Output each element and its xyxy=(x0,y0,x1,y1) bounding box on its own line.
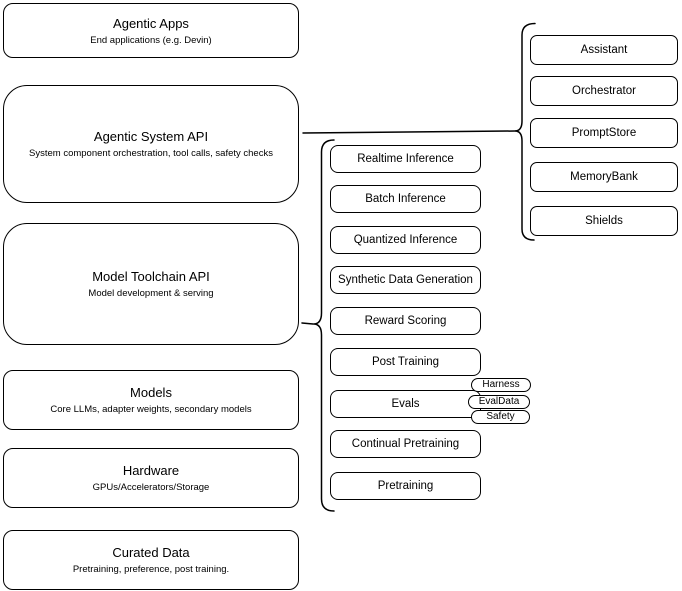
node-continual-pretraining: Continual Pretraining xyxy=(330,430,481,458)
node-title: Model Toolchain API xyxy=(92,269,210,284)
node-title: Agentic System API xyxy=(93,129,209,144)
node-post-training: Post Training xyxy=(330,348,481,376)
node-model-toolchain-api: Model Toolchain API Model development & … xyxy=(3,223,299,345)
node-reward-scoring: Reward Scoring xyxy=(330,307,481,335)
node-subtitle: Model development & serving xyxy=(88,288,214,299)
node-title: Models xyxy=(130,385,172,400)
node-evals: Evals xyxy=(330,390,481,418)
tag-harness: Harness xyxy=(471,378,531,392)
edge-toolchain-to-brace xyxy=(301,322,314,325)
node-subtitle: Pretraining, preference, post training. xyxy=(72,564,230,575)
node-promptstore: PromptStore xyxy=(530,118,678,148)
node-subtitle: System component orchestration, tool cal… xyxy=(29,148,273,159)
node-title: Hardware xyxy=(122,463,180,478)
node-assistant: Assistant xyxy=(530,35,678,65)
node-shields: Shields xyxy=(530,206,678,236)
node-orchestrator: Orchestrator xyxy=(530,76,678,106)
node-title: Agentic Apps xyxy=(113,15,189,31)
node-batch-inference: Batch Inference xyxy=(330,185,481,213)
node-title: Curated Data xyxy=(112,545,190,560)
node-realtime-inference: Realtime Inference xyxy=(330,145,481,173)
brace-toolchain-items xyxy=(313,139,335,512)
tag-evaldata: EvalData xyxy=(468,395,530,409)
node-hardware: Hardware GPUs/Accelerators/Storage xyxy=(3,448,299,508)
node-subtitle: Core LLMs, adapter weights, secondary mo… xyxy=(50,404,252,415)
node-quantized-inference: Quantized Inference xyxy=(330,226,481,254)
node-models: Models Core LLMs, adapter weights, secon… xyxy=(3,370,299,430)
tag-safety: Safety xyxy=(471,410,530,424)
edge-system-api-to-components xyxy=(302,130,516,134)
node-subtitle: GPUs/Accelerators/Storage xyxy=(92,482,210,493)
node-agentic-apps: Agentic Apps End applications (e.g. Devi… xyxy=(3,3,299,58)
node-subtitle: End applications (e.g. Devin) xyxy=(90,34,212,46)
node-curated-data: Curated Data Pretraining, preference, po… xyxy=(3,530,299,590)
node-agentic-system-api: Agentic System API System component orch… xyxy=(3,85,299,203)
brace-system-components xyxy=(514,22,536,241)
node-memorybank: MemoryBank xyxy=(530,162,678,192)
node-pretraining: Pretraining xyxy=(330,472,481,500)
node-synthetic-data-generation: Synthetic Data Generation xyxy=(330,266,481,294)
